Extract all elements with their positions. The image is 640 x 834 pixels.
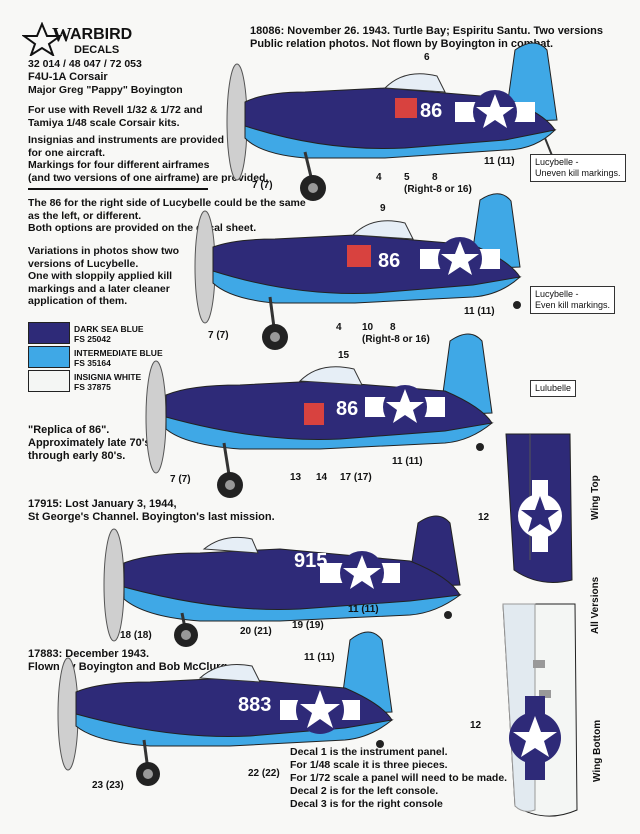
callout-18: 18 (18) [120, 630, 152, 641]
callout-4: 4 [376, 172, 382, 183]
swatch-insignia-white [28, 370, 70, 392]
callout-right: (Right-8 or 16) [404, 184, 472, 195]
callout-11: 11 (11) [484, 156, 515, 167]
section-17883: 17883: December 1943.Flown by Boyington … [28, 648, 228, 673]
brand-logo: W ARBIRD DECALS [22, 22, 152, 62]
callout-right: (Right-8 or 16) [362, 334, 430, 345]
callout-6: 6 [424, 52, 430, 63]
callout-10: 10 [362, 322, 374, 333]
code-86: 86 [420, 100, 443, 122]
callout-17: 17 (17) [340, 472, 372, 483]
wing-top-view [505, 433, 573, 583]
divider [28, 188, 208, 190]
callout-7: 7 (7) [252, 180, 273, 191]
product-codes: 32 014 / 48 047 / 72 053 [28, 58, 142, 70]
box-lucybelle-even: Lucybelle -Even kill markings. [530, 286, 616, 314]
star-logo-icon [22, 22, 62, 56]
callout-22: 22 (22) [248, 768, 280, 779]
callout-12: 12 [470, 720, 482, 731]
pilot-name: Major Greg "Pappy" Boyington [28, 84, 183, 96]
all-versions-label: All Versions [590, 576, 601, 634]
callout-12: 12 [478, 512, 490, 523]
callout-14: 14 [316, 472, 328, 483]
corsair-profile-2 [194, 193, 522, 350]
wing-bottom-label: Wing Bottom [592, 719, 603, 782]
callout-19: 19 (19) [292, 620, 324, 631]
callout-8: 8 [432, 172, 438, 183]
swatch-intermediate-blue [28, 346, 70, 368]
callout-9: 9 [380, 203, 386, 214]
brand-w: W [52, 24, 72, 46]
wing-bottom-view [502, 603, 578, 817]
callout-5: 5 [404, 172, 410, 183]
code-883: 883 [238, 694, 272, 716]
callout-7: 7 (7) [170, 474, 191, 485]
callout-11: 11 (11) [348, 604, 379, 615]
brand-sub: DECALS [74, 44, 120, 56]
callout-11: 11 (11) [464, 306, 495, 317]
corsair-profile-3 [145, 333, 494, 498]
callout-4: 4 [336, 322, 342, 333]
callout-8: 8 [390, 322, 396, 333]
section-17915: 17915: Lost January 3, 1944,St George's … [28, 498, 275, 523]
code-915: 915 [294, 550, 328, 572]
aircraft-name: F4U-1A Corsair [28, 71, 108, 83]
code-86: 86 [378, 250, 401, 272]
callout-20: 20 (21) [240, 626, 272, 637]
callout-13: 13 [290, 472, 302, 483]
decal-notes: Decal 1 is the instrument panel.For 1/48… [290, 746, 508, 810]
section-18086: 18086: November 26. 1943. Turtle Bay; Es… [250, 25, 603, 50]
corsair-profile-4 [103, 515, 462, 647]
corsair-profile-1 [226, 42, 558, 201]
code-86: 86 [336, 398, 359, 420]
callout-15: 15 [338, 350, 350, 361]
box-lucybelle-uneven: Lucybelle -Uneven kill markings. [530, 154, 626, 182]
callout-11: 11 (11) [304, 652, 335, 663]
box-lulubelle: Lulubelle [530, 380, 577, 397]
callout-7: 7 (7) [208, 330, 229, 341]
wing-top-label: Wing Top [590, 475, 601, 520]
corsair-profile-5 [57, 631, 394, 786]
callout-11: 11 (11) [392, 456, 423, 467]
swatch-dark-sea-blue [28, 322, 70, 344]
callout-23: 23 (23) [92, 780, 124, 791]
brand-name: ARBIRD [70, 26, 133, 43]
